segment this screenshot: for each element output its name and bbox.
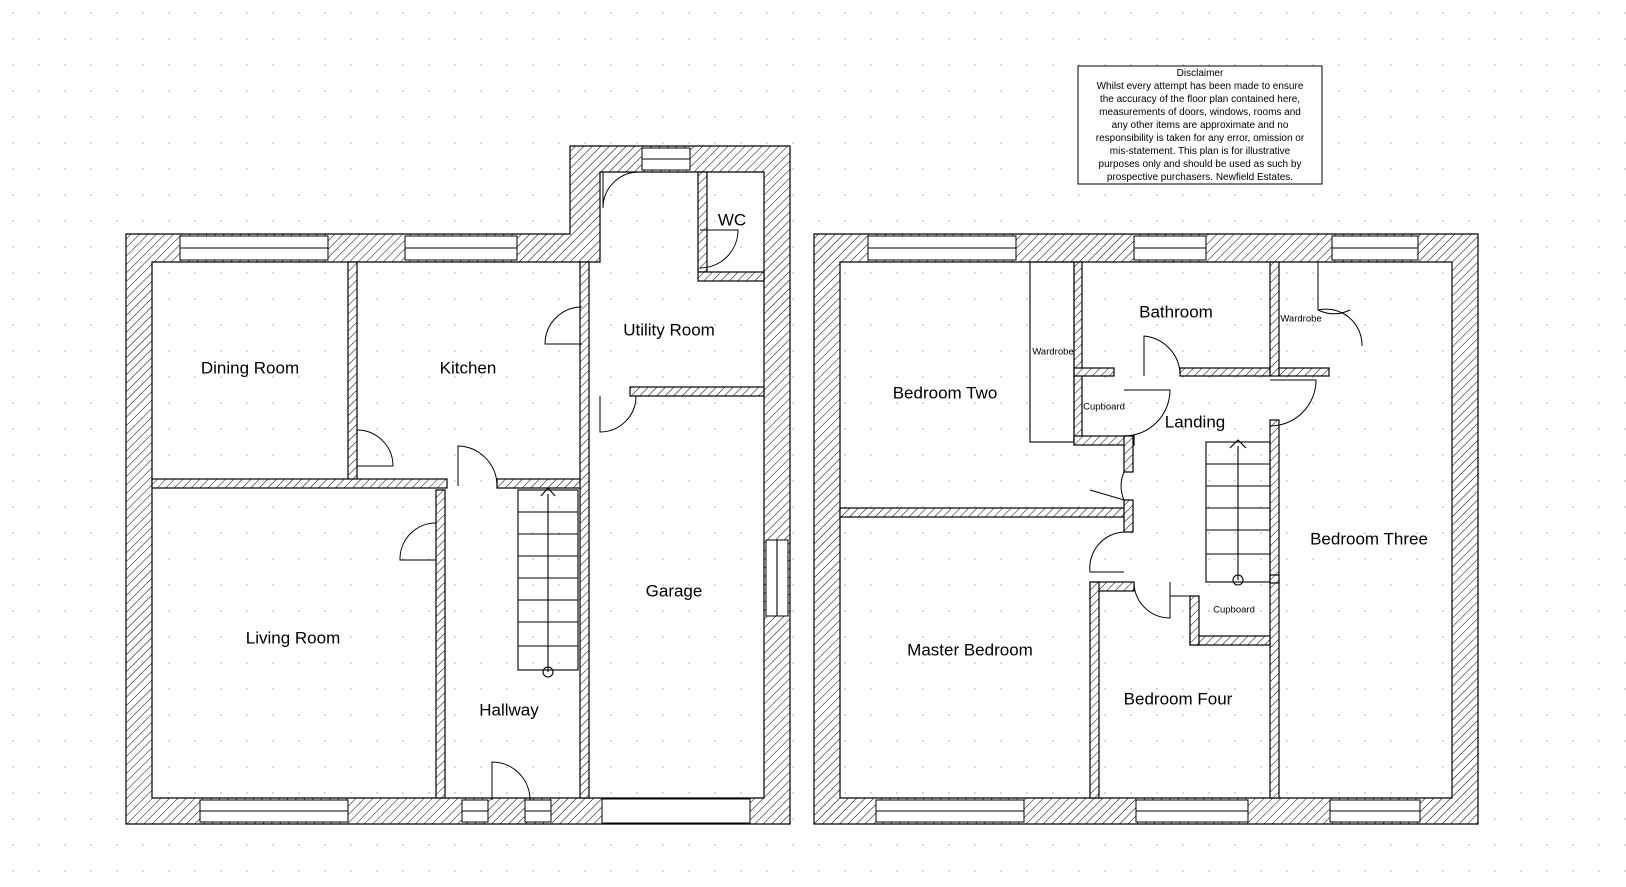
- disclaimer-line: mis-statement. This plan is for illustra…: [1110, 146, 1291, 157]
- disclaimer-line: prospective purchasers. Newfield Estates…: [1107, 172, 1293, 183]
- door-bedroom-four: [1133, 581, 1171, 619]
- wall-landing-left-upper: [1073, 261, 1083, 443]
- door-utility-entrance: [602, 171, 640, 209]
- label-bedroom-two: Bedroom Two: [893, 383, 998, 402]
- wall-kitchen-hall: [496, 478, 586, 489]
- disclaimer-line: any other items are approximate and no: [1112, 120, 1289, 131]
- disclaimer-box: Disclaimer Whilst every attempt has been…: [1077, 65, 1323, 185]
- label-bathroom: Bathroom: [1139, 302, 1213, 321]
- wall-bathroom-bottom-b: [1179, 367, 1271, 377]
- wall-dining-kitchen: [347, 261, 358, 485]
- label-wc: WC: [718, 210, 746, 229]
- disclaimer-line: measurements of doors, windows, rooms an…: [1099, 107, 1301, 118]
- label-utility-room: Utility Room: [623, 320, 715, 339]
- door-master-bedroom: [1089, 531, 1125, 573]
- disclaimer-line: the accuracy of the floor plan contained…: [1100, 94, 1300, 105]
- label-bedroom-three: Bedroom Three: [1310, 529, 1428, 548]
- label-cupboard-lower: Cupboard: [1213, 605, 1255, 616]
- wall-bed3-left-upper: [1269, 419, 1280, 799]
- wall-landing-left-low: [1123, 499, 1134, 533]
- label-cupboard-upper: Cupboard: [1083, 402, 1125, 413]
- disclaimer-line: Whilst every attempt has been made to en…: [1097, 81, 1304, 92]
- label-master-bedroom: Master Bedroom: [907, 640, 1033, 659]
- wall-hall-garage: [579, 261, 590, 799]
- door-front: [491, 761, 531, 801]
- wall-dining-living: [151, 478, 448, 489]
- door-bathroom: [1143, 335, 1181, 376]
- disclaimer-title: Disclaimer: [1177, 68, 1224, 79]
- door-wardrobe-right-b: [1317, 308, 1363, 347]
- label-hallway: Hallway: [479, 700, 539, 719]
- wall-landing-right-low: [1269, 574, 1280, 584]
- ground-floor-plan: Dining Room Kitchen Utility Room WC Livi…: [125, 145, 791, 825]
- door-kitchen-utility: [544, 306, 583, 345]
- wall-cupboard-lower-left: [1189, 595, 1200, 646]
- wall-bathroom-bottom-a: [1073, 367, 1115, 377]
- wall-living-hall: [435, 489, 446, 799]
- door-living-hall: [399, 522, 437, 561]
- ground-floor-outer-wall: [125, 145, 791, 825]
- label-wardrobe-left: Wardrobe: [1032, 347, 1073, 358]
- garage-door-opening: [601, 798, 751, 824]
- staircase-first: [1205, 439, 1271, 586]
- label-living-room: Living Room: [246, 628, 341, 647]
- door-bedroom-two: [1089, 471, 1125, 501]
- staircase-ground: [517, 487, 579, 678]
- first-floor-outer-wall: [813, 233, 1479, 825]
- wall-wc-left: [697, 171, 708, 273]
- wall-bathroom-right: [1269, 261, 1280, 377]
- wall-utility-garage: [629, 386, 765, 397]
- door-wc: [699, 229, 739, 269]
- door-cupboard-upper: [1123, 389, 1171, 437]
- wall-bed4-left: [1089, 581, 1100, 799]
- wardrobe-bedroom-two: [1029, 261, 1075, 443]
- wall-landing-left-mid: [1123, 435, 1134, 473]
- label-wardrobe-right: Wardrobe: [1280, 314, 1321, 325]
- door-landing-bed3: [1269, 379, 1317, 427]
- door-kitchen-hall: [457, 445, 498, 487]
- wall-cupboard-lower: [1189, 635, 1271, 646]
- first-floor-plan: Bedroom Two Bathroom Landing Bedroom Thr…: [813, 233, 1479, 825]
- label-kitchen: Kitchen: [440, 358, 497, 377]
- label-landing: Landing: [1165, 412, 1226, 431]
- disclaimer-line: purposes only and should be used as such…: [1099, 159, 1302, 170]
- wall-bedroom2-master: [839, 507, 1131, 518]
- disclaimer-line: responsibility is taken for any error, o…: [1096, 133, 1305, 144]
- wall-wc-bottom: [697, 271, 765, 282]
- wall-wardrobe-bottom: [1278, 367, 1330, 377]
- label-dining-room: Dining Room: [201, 358, 299, 377]
- label-bedroom-four: Bedroom Four: [1124, 689, 1233, 708]
- label-garage: Garage: [646, 581, 703, 600]
- door-dining-kitchen: [356, 429, 394, 467]
- door-utility-garage: [599, 395, 637, 433]
